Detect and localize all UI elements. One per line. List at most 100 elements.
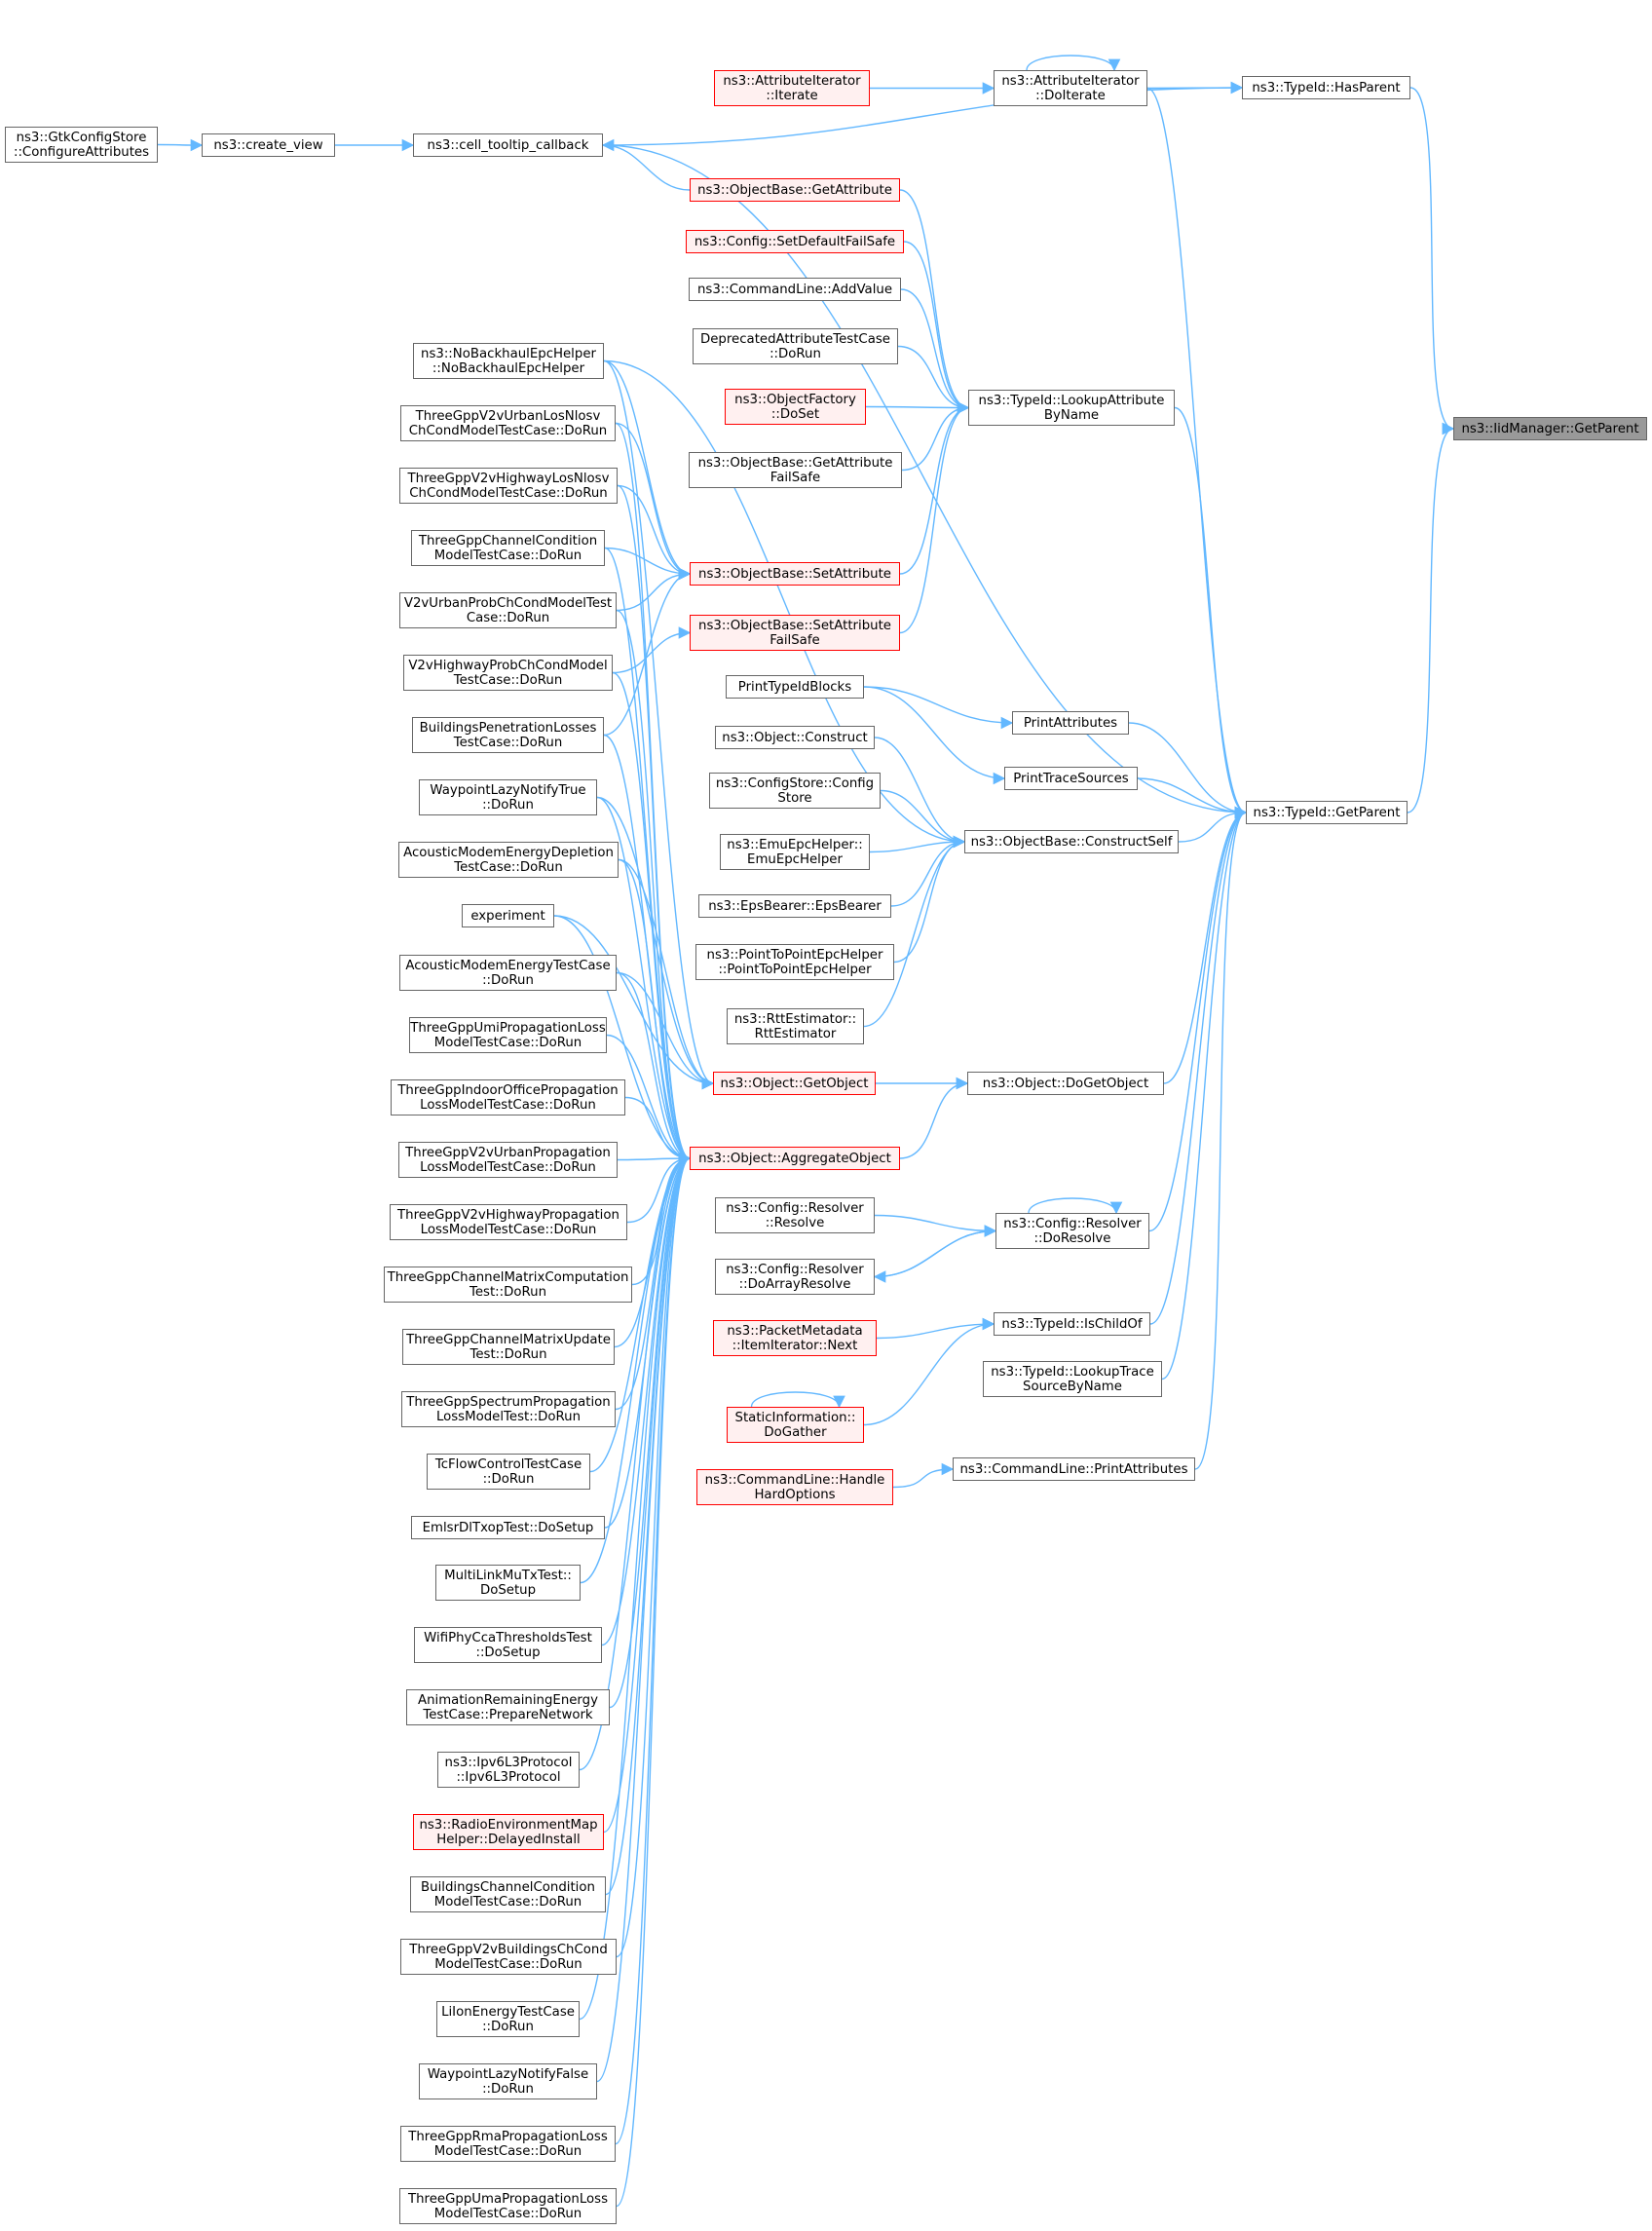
- node-l14[interactable]: ThreeGppV2vHighwayPropagation LossModelT…: [390, 1204, 627, 1240]
- node-cell-tooltip[interactable]: ns3::cell_tooltip_callback: [413, 133, 603, 157]
- node-emuepc[interactable]: ns3::EmuEpcHelper:: EmuEpcHelper: [720, 834, 870, 870]
- node-p2pepc[interactable]: ns3::PointToPointEpcHelper ::PointToPoin…: [695, 944, 894, 980]
- node-l4[interactable]: V2vUrbanProbChCondModelTest Case::DoRun: [399, 592, 617, 628]
- edge-emuepc-to-constructself: [869, 835, 966, 853]
- edge-l18-to-aggregate: [589, 1152, 692, 1473]
- node-l5[interactable]: V2vHighwayProbChCondModel TestCase::DoRu…: [403, 655, 613, 691]
- node-l21[interactable]: WifiPhyCcaThresholdsTest ::DoSetup: [414, 1627, 602, 1663]
- node-printtypeid[interactable]: PrintTypeIdBlocks: [726, 675, 864, 699]
- node-ob-getattr[interactable]: ns3::ObjectBase::GetAttribute: [690, 178, 900, 202]
- node-attr-doiterate[interactable]: ns3::AttributeIterator ::DoIterate: [994, 70, 1147, 106]
- edge-l22-to-aggregate: [609, 1152, 692, 1709]
- node-constructself[interactable]: ns3::ObjectBase::ConstructSelf: [964, 830, 1179, 853]
- edge-l0-to-ob_setattr: [603, 359, 692, 581]
- node-l6[interactable]: BuildingsPenetrationLosses TestCase::DoR…: [412, 717, 604, 753]
- node-ob-getattrfs[interactable]: ns3::ObjectBase::GetAttribute FailSafe: [689, 452, 902, 488]
- node-obj-dogetobject[interactable]: ns3::Object::DoGetObject: [967, 1072, 1164, 1095]
- edge-staticinfo-to-staticinfo: [750, 1391, 845, 1409]
- node-l12[interactable]: ThreeGppIndoorOfficePropagation LossMode…: [391, 1079, 625, 1116]
- edge-l1-to-ob_setattr: [615, 422, 692, 581]
- edge-l10-to-aggregate: [616, 971, 692, 1165]
- edge-l23-to-aggregate: [579, 1152, 692, 1771]
- node-l1[interactable]: ThreeGppV2vUrbanLosNlosv ChCondModelTest…: [400, 405, 616, 441]
- node-l22[interactable]: AnimationRemainingEnergy TestCase::Prepa…: [406, 1689, 610, 1725]
- node-rtt[interactable]: ns3::RttEstimator:: RttEstimator: [727, 1008, 864, 1044]
- node-gettypeparent[interactable]: ns3::TypeId::GetParent: [1246, 801, 1408, 824]
- node-l28[interactable]: WaypointLazyNotifyFalse ::DoRun: [419, 2063, 597, 2099]
- node-objfactory[interactable]: ns3::ObjectFactory ::DoSet: [725, 389, 866, 425]
- node-l17[interactable]: ThreeGppSpectrumPropagation LossModelTes…: [401, 1391, 616, 1427]
- node-cl-printattrs[interactable]: ns3::CommandLine::PrintAttributes: [953, 1457, 1195, 1481]
- node-configstore[interactable]: ns3::ConfigStore::Config Store: [709, 773, 881, 809]
- node-l7[interactable]: WaypointLazyNotifyTrue ::DoRun: [419, 779, 597, 815]
- node-l19[interactable]: EmlsrDlTxopTest::DoSetup: [411, 1516, 605, 1539]
- node-l13[interactable]: ThreeGppV2vUrbanPropagation LossModelTes…: [398, 1142, 618, 1178]
- node-l8[interactable]: AcousticModemEnergyDepletion TestCase::D…: [398, 842, 619, 878]
- node-attr-iterate[interactable]: ns3::AttributeIterator ::Iterate: [714, 70, 870, 106]
- node-l15[interactable]: ThreeGppChannelMatrixComputation Test::D…: [384, 1267, 632, 1303]
- edge-cfg_resolve-to-cfg_doresolve: [874, 1214, 997, 1237]
- node-root: ns3::IidManager::GetParent: [1453, 417, 1647, 440]
- node-pktmeta[interactable]: ns3::PacketMetadata ::ItemIterator::Next: [713, 1320, 877, 1356]
- edge-ischildof-to-gettypeparent: [1149, 806, 1248, 1325]
- edge-cl_printattrs-to-gettypeparent: [1194, 806, 1248, 1470]
- node-staticinfo[interactable]: StaticInformation:: DoGather: [727, 1407, 864, 1443]
- node-cfg-setdef[interactable]: ns3::Config::SetDefaultFailSafe: [686, 230, 904, 253]
- edge-l2-to-ob_setattr: [617, 484, 692, 581]
- node-ischildof[interactable]: ns3::TypeId::IsChildOf: [994, 1312, 1150, 1336]
- node-cl-addvalue[interactable]: ns3::CommandLine::AddValue: [689, 278, 901, 301]
- edge-l9-to-aggregate: [553, 915, 692, 1165]
- edge-l20-to-aggregate: [580, 1152, 692, 1584]
- edge-l12-to-aggregate: [624, 1096, 692, 1165]
- node-ob-setattrfs[interactable]: ns3::ObjectBase::SetAttribute FailSafe: [690, 615, 900, 651]
- node-ob-setattr[interactable]: ns3::ObjectBase::SetAttribute: [690, 562, 900, 586]
- edge-attr_doiterate-to-attr_doiterate: [1026, 55, 1121, 72]
- node-l26[interactable]: ThreeGppV2vBuildingsChCond ModelTestCase…: [400, 1939, 617, 1975]
- node-l23[interactable]: ns3::Ipv6L3Protocol ::Ipv6L3Protocol: [437, 1752, 580, 1788]
- node-l16[interactable]: ThreeGppChannelMatrixUpdate Test::DoRun: [402, 1329, 615, 1365]
- edge-l14-to-aggregate: [626, 1152, 692, 1224]
- node-lookupattr[interactable]: ns3::TypeId::LookupAttribute ByName: [968, 390, 1175, 426]
- edge-lookupattr-to-gettypeparent: [1174, 406, 1248, 819]
- edge-obj_dogetobject-to-gettypeparent: [1163, 806, 1248, 1084]
- node-l10[interactable]: AcousticModemEnergyTestCase ::DoRun: [399, 955, 617, 991]
- node-l0[interactable]: ns3::NoBackhaulEpcHelper ::NoBackhaulEpc…: [413, 343, 604, 379]
- node-hasparent[interactable]: ns3::TypeId::HasParent: [1242, 76, 1410, 99]
- node-cfg-doarray[interactable]: ns3::Config::Resolver ::DoArrayResolve: [715, 1259, 875, 1295]
- node-create-view[interactable]: ns3::create_view: [202, 133, 335, 157]
- node-l2[interactable]: ThreeGppV2vHighwayLosNlosv ChCondModelTe…: [399, 468, 618, 504]
- node-l20[interactable]: MultiLinkMuTxTest:: DoSetup: [435, 1565, 581, 1601]
- edge-gtk-to-create_view: [157, 138, 204, 152]
- edge-staticinfo-to-ischildof: [863, 1317, 995, 1426]
- node-cfg-resolve[interactable]: ns3::Config::Resolver ::Resolve: [715, 1197, 875, 1233]
- edge-deprecated-to-lookupattr: [897, 345, 970, 414]
- node-l29[interactable]: ThreeGppRmaPropagationLoss ModelTestCase…: [400, 2126, 616, 2162]
- node-obj-getobject[interactable]: ns3::Object::GetObject: [713, 1072, 876, 1095]
- node-l18[interactable]: TcFlowControlTestCase ::DoRun: [427, 1454, 590, 1490]
- node-cl-handle[interactable]: ns3::CommandLine::Handle HardOptions: [696, 1469, 893, 1505]
- edge-l2-to-aggregate: [617, 484, 692, 1165]
- edge-objfactory-to-lookupattr: [865, 401, 970, 414]
- edge-rtt-to-constructself: [863, 835, 966, 1028]
- node-l3[interactable]: ThreeGppChannelCondition ModelTestCase::…: [411, 530, 605, 566]
- edge-ob_setattr-to-lookupattr: [899, 401, 970, 575]
- node-l27[interactable]: LiIonEnergyTestCase ::DoRun: [436, 2001, 580, 2037]
- node-deprecated[interactable]: DeprecatedAttributeTestCase ::DoRun: [693, 328, 898, 364]
- node-gtk[interactable]: ns3::GtkConfigStore ::ConfigureAttribute…: [5, 127, 158, 163]
- node-cfg-doresolve[interactable]: ns3::Config::Resolver ::DoResolve: [995, 1213, 1149, 1249]
- node-l30[interactable]: ThreeGppUmaPropagationLoss ModelTestCase…: [399, 2188, 617, 2224]
- edge-l7-to-obj_getobject: [596, 796, 715, 1090]
- node-epsbearer[interactable]: ns3::EpsBearer::EpsBearer: [698, 894, 891, 918]
- node-l25[interactable]: BuildingsChannelCondition ModelTestCase:…: [410, 1876, 606, 1912]
- node-aggregate[interactable]: ns3::Object::AggregateObject: [690, 1147, 900, 1170]
- node-l11[interactable]: ThreeGppUmiPropagationLoss ModelTestCase…: [409, 1017, 607, 1053]
- node-printattrs[interactable]: PrintAttributes: [1012, 711, 1129, 735]
- node-printtrace[interactable]: PrintTraceSources: [1004, 767, 1138, 790]
- edge-cfg_doresolve-to-cfg_doresolve: [1028, 1197, 1123, 1215]
- node-obj-construct[interactable]: ns3::Object::Construct: [715, 726, 875, 749]
- edge-l10-to-obj_getobject: [616, 971, 715, 1090]
- node-lookuptrace[interactable]: ns3::TypeId::LookupTrace SourceByName: [983, 1361, 1162, 1397]
- node-l24[interactable]: ns3::RadioEnvironmentMap Helper::Delayed…: [413, 1814, 604, 1850]
- node-l9[interactable]: experiment: [462, 904, 554, 927]
